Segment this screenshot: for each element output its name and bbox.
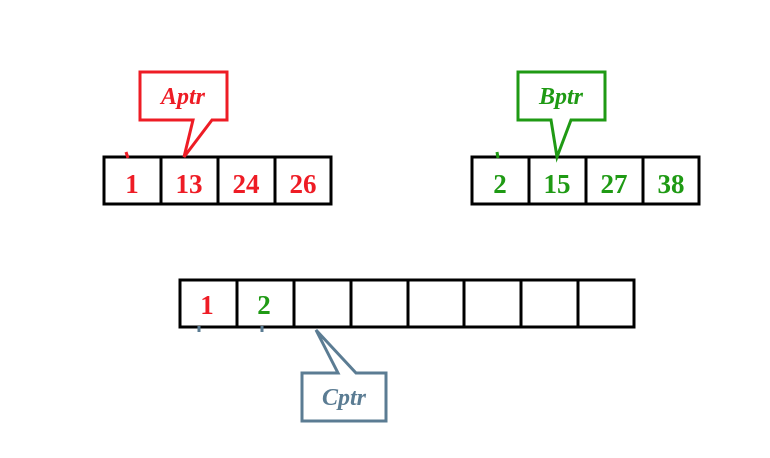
- array-c-cell-7: [576, 278, 636, 329]
- bptr-callout-shape: [516, 70, 607, 163]
- array-a-value-0: 1: [125, 169, 139, 199]
- array-a: 1 13 24 26: [102, 151, 333, 206]
- array-a-value-1: 13: [176, 169, 203, 199]
- array-b-cell-3: [641, 155, 701, 206]
- array-c-cell-5: [462, 278, 523, 329]
- aptr-callout-shape: [138, 70, 229, 158]
- array-b-cell-2: [584, 155, 645, 206]
- array-b-cell-1: [527, 155, 588, 206]
- array-b-start-marker: [495, 151, 500, 159]
- array-a-value-2: 24: [233, 169, 260, 199]
- array-a-cell-1: [159, 155, 220, 206]
- array-b-value-3: 38: [658, 169, 685, 199]
- array-b-value-2: 27: [601, 169, 628, 199]
- bptr-label: Bptr: [538, 84, 584, 110]
- array-c-value-0: 1: [200, 290, 214, 320]
- array-c-cell-4: [406, 278, 466, 329]
- array-c: 1 2: [178, 278, 636, 332]
- array-c-value-1: 2: [257, 290, 271, 320]
- array-c-cell-6: [519, 278, 580, 329]
- aptr-callout: Aptr: [138, 70, 229, 158]
- aptr-label: Aptr: [159, 84, 206, 110]
- array-b: 2 15 27 38: [470, 151, 701, 206]
- bptr-callout: Bptr: [516, 70, 607, 163]
- cptr-callout-shape: [300, 328, 388, 423]
- array-a-cell-3: [273, 155, 333, 206]
- array-b-value-0: 2: [493, 169, 507, 199]
- array-c-cell-2: [292, 278, 353, 329]
- array-c-cell-1: [235, 278, 296, 329]
- array-a-cell-0: [102, 155, 163, 206]
- array-b-value-1: 15: [544, 169, 571, 199]
- cptr-callout: Cptr: [300, 328, 388, 423]
- cptr-label: Cptr: [322, 385, 367, 411]
- array-a-cell-2: [216, 155, 277, 206]
- array-c-cell-3: [349, 278, 410, 329]
- array-a-start-marker: [124, 151, 130, 159]
- array-a-value-3: 26: [290, 169, 317, 199]
